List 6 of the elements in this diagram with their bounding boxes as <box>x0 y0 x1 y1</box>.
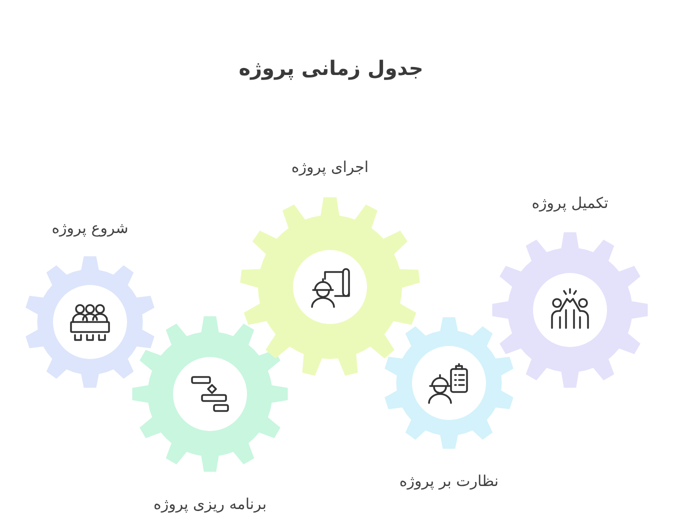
step-label: تکمیل پروژه <box>532 193 608 213</box>
step-label: برنامه ریزی پروژه <box>153 494 267 514</box>
step-label: نظارت بر پروژه <box>399 471 499 491</box>
diagram-title: جدول زمانی پروژه <box>238 55 424 81</box>
step-label: اجرای پروژه <box>291 157 369 177</box>
step-label: شروع پروژه <box>52 218 128 238</box>
